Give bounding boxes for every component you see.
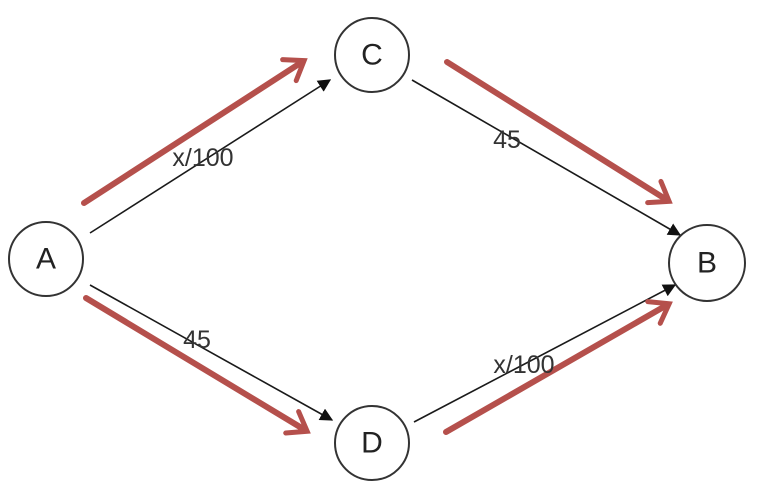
node-a-circle <box>8 221 84 297</box>
node-c-label: C <box>361 39 383 72</box>
highlight-arrow-d-b <box>443 299 673 435</box>
edge-c-b <box>411 79 682 236</box>
edge-label-a-d: 45 <box>183 326 211 354</box>
node-b-label: B <box>697 247 717 280</box>
node-d: D <box>334 405 410 481</box>
node-a: A <box>8 221 84 297</box>
edge-label-c-b: 45 <box>493 126 521 154</box>
node-d-label: D <box>361 427 383 460</box>
node-c-circle <box>334 17 410 93</box>
edge-d-b <box>413 284 677 423</box>
node-b: B <box>668 224 746 302</box>
edge-a-d <box>89 284 334 421</box>
highlight-arrow-a-c <box>81 57 308 206</box>
highlight-arrow-a-d <box>83 295 311 436</box>
edge-label-d-b: x/100 <box>493 351 554 379</box>
node-d-circle <box>334 405 410 481</box>
node-c: C <box>334 17 410 93</box>
node-a-label: A <box>36 243 56 276</box>
highlight-arrow-c-b <box>444 59 673 206</box>
edge-label-a-c: x/100 <box>172 144 233 172</box>
edge-a-c <box>89 79 332 234</box>
node-b-circle <box>668 224 746 302</box>
